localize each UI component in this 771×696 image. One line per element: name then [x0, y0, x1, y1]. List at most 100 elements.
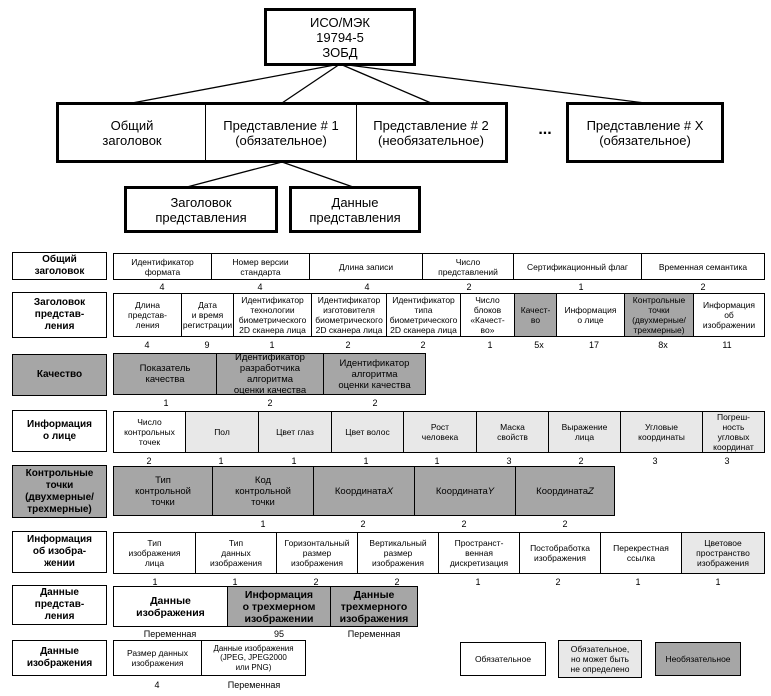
cell-colour-space: Цветовое пространство изображения: [682, 533, 764, 573]
general-header-node-label: Общий заголовок: [102, 117, 162, 148]
num-gender: 1: [218, 456, 224, 466]
representation-data-node: Данные представления: [289, 186, 421, 233]
root-label: ИСО/МЭК 19794-5 ЗОБД: [310, 14, 370, 60]
num-eye-colour: 1: [291, 456, 297, 466]
legend-mandatory-undefined-text: Обязательное, но может быть не определен…: [570, 644, 630, 674]
num-quality-algorithm-vendor-id: 2: [267, 398, 273, 408]
ellipsis-label: ...: [538, 121, 552, 138]
row-landmarks: Тип контрольной точки Код контрольной то…: [113, 466, 615, 516]
num-image-info: 11: [722, 340, 732, 350]
cell-image-data-content: Данные изображения (JPEG, JPEG2000 или P…: [213, 643, 294, 672]
row-representation-header: Длина представ- ления Дата и время регис…: [113, 293, 765, 337]
num-cross-reference: 1: [635, 577, 641, 587]
cell-coordinate-x: Координата X: [314, 467, 415, 515]
num-colour-space: 1: [715, 577, 721, 587]
label-representation-data-text: Данные представ- ления: [34, 587, 85, 622]
cell-num-landmarks: Число контрольных точек: [114, 412, 186, 452]
cell-pose-uncertainty: Погреш- ность угловых координат: [703, 412, 764, 452]
num-format-id: 4: [159, 282, 165, 292]
cell-capture-datetime: Дата и время регистрации: [182, 294, 234, 336]
legend-mandatory-undefined: Обязательное, но может быть не определен…: [558, 640, 642, 678]
cell-3d-info: Информация о трехмерном изображении: [228, 587, 331, 626]
label-image-data-text: Данные изображения: [26, 646, 93, 669]
label-face-info-text: Информация о лице: [27, 419, 92, 442]
cell-quality: Качест- во: [515, 294, 557, 336]
cell-gender: Пол: [186, 412, 259, 452]
num-3d-info: 95: [273, 629, 284, 639]
representation-1-label: Представление # 1 (обязательное): [223, 117, 339, 148]
cell-num-quality-blocks: Число блоков «Качест- во»: [461, 294, 515, 336]
cell-image-info: Информация об изображении: [702, 300, 756, 330]
cell-cross-reference: Перекрестная ссылка: [601, 533, 682, 573]
legend-optional: Необязательное: [655, 642, 741, 676]
cell-coordinate-z: Координата Z: [516, 467, 614, 515]
ellipsis: ...: [525, 118, 565, 142]
num-post-acquisition: 2: [555, 577, 561, 587]
num-image-data-content: Переменная: [227, 680, 281, 690]
num-coordinate-z: 2: [562, 519, 568, 529]
cell-device-vendor-id: Идентификатор изготовителя биометрическо…: [312, 294, 387, 336]
num-num-representations: 2: [466, 282, 472, 292]
cell-image-data-type: Тип данных изображения: [196, 533, 277, 573]
cell-expression: Выражение лица: [549, 412, 621, 452]
label-representation-header-text: Заголовок представ- ления: [33, 297, 86, 332]
cell-quality-algorithm-id: Идентификатор алгоритма оценки качества: [324, 354, 425, 394]
cell-coordinate-y: Координата Y: [415, 467, 516, 515]
num-hair-colour: 1: [363, 456, 369, 466]
cell-post-acquisition: Постобработка изображения: [520, 533, 601, 573]
cell-spatial-sampling: Пространст- венная дискретизация: [439, 533, 520, 573]
cell-device-type-id: Идентификатор типа биометрического 2D ск…: [387, 294, 461, 336]
representation-data-node-label: Данные представления: [309, 194, 401, 225]
num-coordinate-x: 2: [360, 519, 366, 529]
label-face-info: Информация о лице: [12, 410, 107, 452]
representation-2-node: Представление # 2 (необязательное): [356, 102, 508, 163]
representation-header-node: Заголовок представления: [124, 186, 278, 233]
num-spatial-sampling: 1: [475, 577, 481, 587]
cell-landmark-type: Тип контрольной точки: [114, 467, 213, 515]
row-image-info: Тип изображения лица Тип данных изображе…: [113, 532, 765, 574]
label-quality-text: Качество: [36, 369, 83, 380]
representation-1-node: Представление # 1 (обязательное): [205, 102, 357, 163]
num-width: 2: [313, 577, 319, 587]
cell-width: Горизонтальный размер изображения: [277, 533, 358, 573]
num-landmark-points: 8x: [658, 340, 668, 350]
num-quality: 5x: [534, 340, 544, 350]
num-image-data-size: 4: [154, 680, 160, 690]
label-image-info-text: Информация об изобра- жении: [27, 534, 92, 569]
num-device-technology-id: 1: [269, 340, 275, 350]
cell-rep-length: Длина представ- ления: [114, 294, 182, 336]
num-3d-data: Переменная: [347, 629, 401, 639]
cell-image-data-size: Размер данных изображения: [114, 641, 202, 675]
num-record-length: 4: [364, 282, 370, 292]
cell-version: Номер версии стандарта: [212, 254, 310, 279]
num-device-type-id: 2: [420, 340, 426, 350]
label-general-header: Общий заголовок: [12, 252, 107, 280]
num-landmark-code: 1: [260, 519, 266, 529]
num-certification-flag: 1: [578, 282, 584, 292]
row-face-info: Число контрольных точек Пол Цвет глаз Цв…: [113, 411, 765, 453]
representation-x-node: Представление # X (обязательное): [566, 102, 724, 163]
cell-hair-colour: Цвет волос: [332, 412, 404, 452]
num-capture-datetime: 9: [204, 340, 210, 350]
num-rep-length: 4: [144, 340, 150, 350]
num-device-vendor-id: 2: [345, 340, 351, 350]
label-representation-data: Данные представ- ления: [12, 585, 107, 625]
num-quality-algorithm-id: 2: [372, 398, 378, 408]
num-subject-height: 1: [434, 456, 440, 466]
representation-header-node-label: Заголовок представления: [155, 194, 247, 225]
label-representation-header: Заголовок представ- ления: [12, 292, 107, 338]
cell-num-representations: Число представлений: [423, 254, 514, 279]
label-image-data: Данные изображения: [12, 640, 107, 676]
root-node: ИСО/МЭК 19794-5 ЗОБД: [264, 8, 416, 66]
cell-image-data: Данные изображения: [114, 587, 228, 626]
representation-2-label: Представление # 2 (необязательное): [373, 117, 489, 148]
cell-quality-algorithm-vendor-id: Идентификатор разработчика алгоритма оце…: [217, 354, 324, 394]
cell-certification-flag: Сертификационный флаг: [514, 254, 642, 279]
cell-face-image-type: Тип изображения лица: [114, 533, 196, 573]
cell-properties-mask: Маска свойств: [477, 412, 549, 452]
cell-temporal-semantics: Временная семантика: [658, 261, 748, 272]
row-image-data: Размер данных изображения Данные изображ…: [113, 640, 306, 676]
num-pose-angles: 3: [652, 456, 658, 466]
cell-quality-score: Показатель качества: [114, 354, 217, 394]
